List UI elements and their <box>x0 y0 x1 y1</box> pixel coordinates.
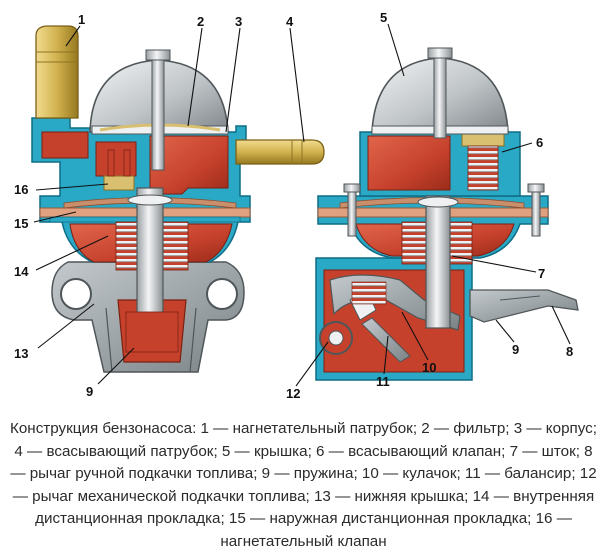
callout-9-left: 9 <box>86 384 93 399</box>
callout-16: 16 <box>14 182 28 197</box>
callout-4: 4 <box>286 14 294 29</box>
cover-bolt <box>145 49 171 171</box>
left-pump <box>31 25 325 373</box>
callout-labels: 1 2 3 4 5 6 7 8 9 10 11 12 13 14 15 16 9 <box>14 10 573 401</box>
callout-10: 10 <box>422 360 436 375</box>
callout-11: 11 <box>376 374 390 389</box>
side-bolts <box>343 183 545 237</box>
callout-15: 15 <box>14 216 28 231</box>
manual-priming-lever <box>469 289 579 323</box>
bottom-spring <box>125 311 179 353</box>
callout-14: 14 <box>14 264 29 279</box>
right-spring-and-rod <box>401 195 473 329</box>
callout-5: 5 <box>380 10 387 25</box>
callout-8: 8 <box>566 344 573 359</box>
right-top-cover <box>371 47 509 139</box>
delivery-pipe <box>35 25 79 119</box>
leader-lines <box>33 23 571 387</box>
callout-9-right: 9 <box>512 342 519 357</box>
suction-pipe <box>235 139 325 165</box>
callout-7: 7 <box>538 266 545 281</box>
callout-6: 6 <box>536 135 543 150</box>
fuel-pump-diagram: 1 2 3 4 5 6 7 8 9 10 11 12 13 14 15 16 9 <box>14 10 579 401</box>
figure-caption: Конструкция бензонасоса: 1 — нагнетатель… <box>10 420 597 550</box>
callout-13: 13 <box>14 346 28 361</box>
callout-12: 12 <box>286 386 300 401</box>
callout-3: 3 <box>235 14 242 29</box>
spring-and-rod <box>115 187 189 327</box>
callout-1: 1 <box>78 12 85 27</box>
callout-2: 2 <box>197 14 204 29</box>
right-pump <box>315 47 579 381</box>
